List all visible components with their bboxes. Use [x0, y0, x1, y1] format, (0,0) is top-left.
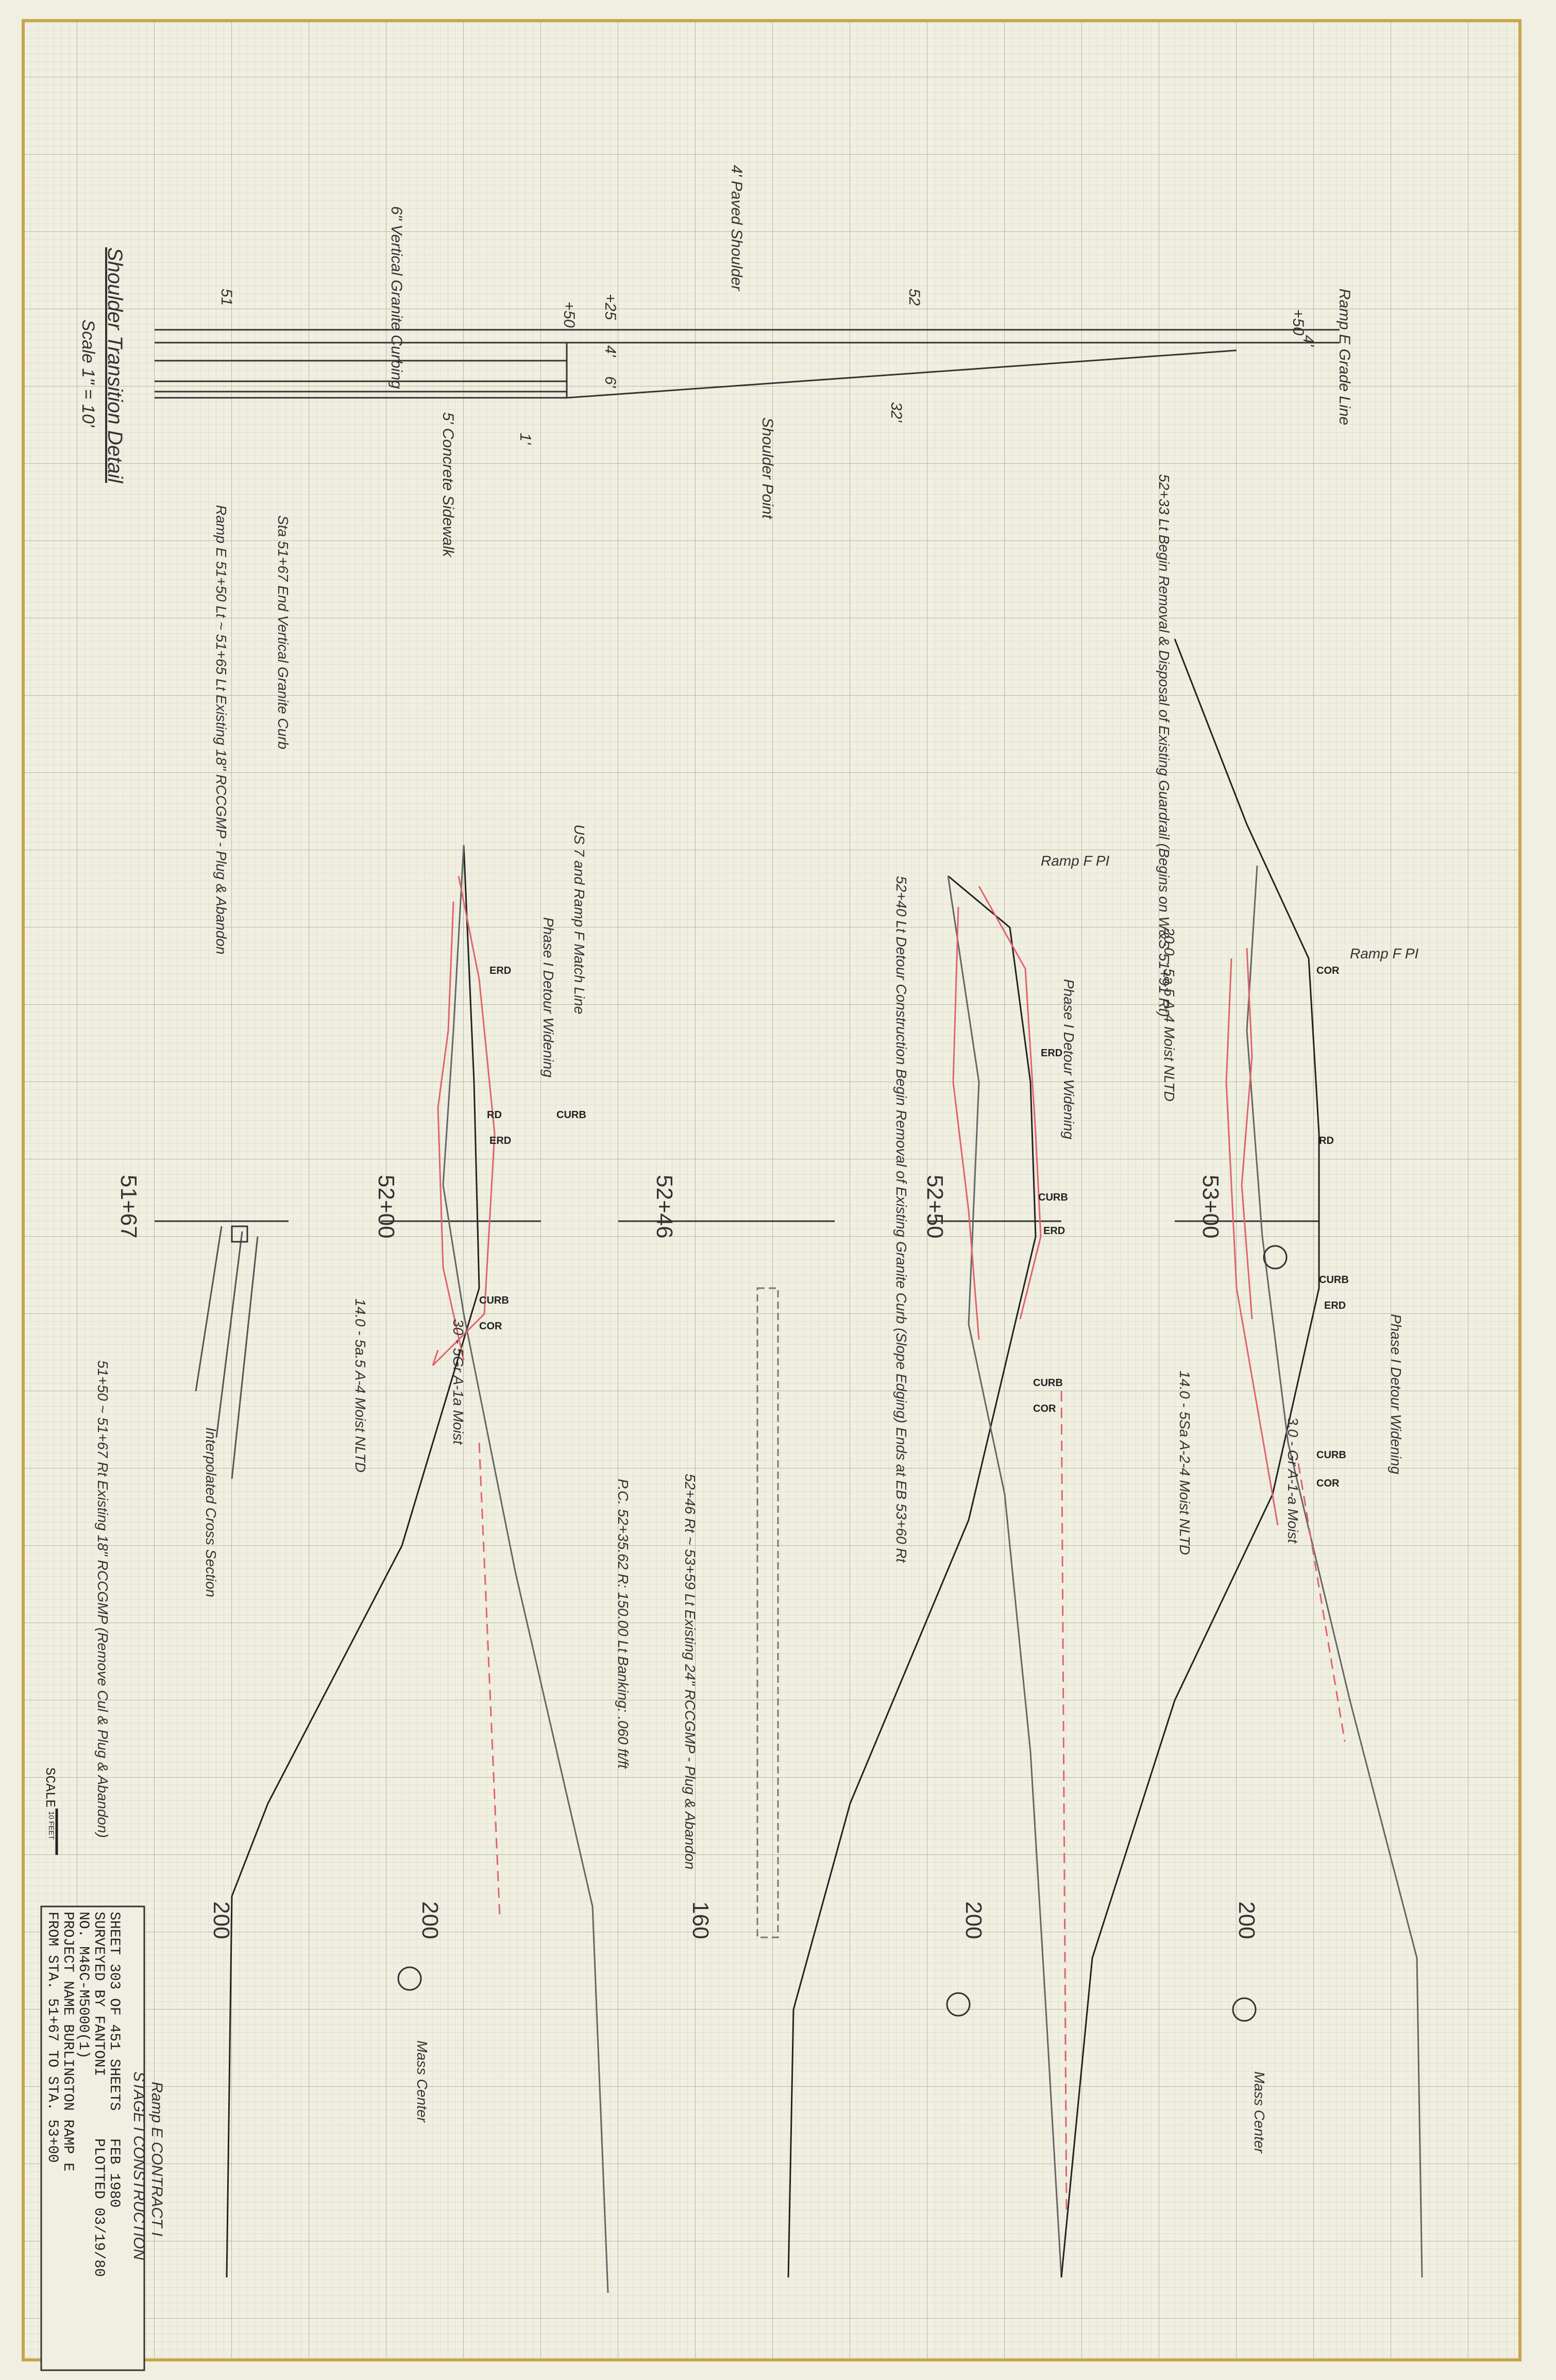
material-3: 3.0 - Gr A-1-a Moist: [1285, 1417, 1301, 1544]
title-surveyed: SURVEYED BY FANTONI: [91, 1912, 107, 2076]
title-sheet: SHEET 303 OF 451 SHEETS: [106, 1912, 122, 2111]
station-52-50: 52+50: [922, 1175, 948, 1239]
label-erd-4: ERD: [1043, 1225, 1065, 1237]
title-contract: Ramp E CONTRACT I: [148, 2082, 165, 2236]
label-erd-5: ERD: [1324, 1300, 1346, 1311]
phase1-label-1: Phase I Detour Widening: [540, 917, 556, 1077]
label-curb-2: CURB: [479, 1295, 509, 1306]
label-curb-3: CURB: [1038, 1192, 1068, 1203]
station-52-46: 52+46: [652, 1175, 677, 1239]
plus25-label: +25: [602, 294, 619, 320]
note-18in-pipe-rt: 51+50 ~ 51+67 Rt Existing 18" RCCGMP (Re…: [95, 1360, 111, 1838]
ramp-grade-line-label: Ramp E Grade Line: [1336, 289, 1353, 425]
label-cor-3: COR: [1316, 965, 1340, 976]
scale-bar: SCALE 10 FEET: [42, 1767, 58, 1855]
mass-center-1: Mass Center: [414, 2040, 430, 2123]
section-lines: [155, 638, 1423, 2293]
label-erd-1: ERD: [489, 965, 511, 976]
dim-6-label: 6': [602, 376, 619, 389]
label-rd-2: RD: [1319, 1135, 1334, 1146]
label-cor-2: COR: [1033, 1403, 1056, 1414]
offset-label-1: 200: [209, 1901, 234, 1939]
offset-label-2: 200: [417, 1901, 443, 1939]
title-plotted: PLOTTED 03/19/80: [91, 2138, 107, 2277]
phase1-label-3: Phase I Detour Widening: [1388, 1314, 1404, 1474]
label-cor-4: COR: [1316, 1478, 1340, 1489]
note-24in-pipe: 52+46 Rt ~ 53+59 Lt Existing 24" RCCGMP …: [682, 1474, 698, 1869]
granite-curbing-label: 6" Vertical Granite Curbing: [388, 206, 405, 389]
label-erd-3: ERD: [1041, 1048, 1062, 1059]
label-cor-1: COR: [479, 1321, 502, 1332]
ramp-f-pi-2: Ramp F PI: [1350, 946, 1419, 961]
station-51-67: 51+67: [116, 1175, 141, 1239]
dim-1-label: 1': [517, 433, 534, 445]
title-project-name: PROJECT NAME BURLINGTON RAMP E: [60, 1912, 76, 2171]
material-2: 14.0 - 5Sa A-2-4 Moist NLTD: [1177, 1371, 1193, 1555]
mass-center-markers: [397, 1245, 1288, 2022]
scale-label: SCALE: [42, 1767, 58, 1808]
title-date: FEB 1980: [106, 2138, 122, 2207]
label-curb-5: CURB: [1319, 1274, 1349, 1286]
label-curb-6: CURB: [1316, 1449, 1346, 1461]
ramp-f-pi-1: Ramp F PI: [1041, 853, 1110, 869]
title-stage: STAGE I CONSTRUCTION: [130, 2071, 147, 2260]
dim-4a-label: 4': [602, 345, 619, 358]
note-curve-data: P.C. 52+35.62 R: 150.00 Lt Banking: .060…: [615, 1479, 631, 1769]
shoulder-point-label: Shoulder Point: [759, 417, 776, 519]
concrete-sidewalk-label: 5' Concrete Sidewalk: [439, 412, 456, 558]
offset-label-4: 200: [961, 1901, 986, 1939]
label-curb-4: CURB: [1033, 1377, 1063, 1389]
title-from-to: FROM STA. 51+67 TO STA. 53+00: [44, 1912, 60, 2163]
sta-52-label: 52: [906, 289, 923, 306]
note-detour: 52+40 Lt Detour Construction Begin Remov…: [893, 876, 909, 1563]
dim-4b-label: 4': [1300, 335, 1317, 347]
detail-title: Shoulder Transition Detail: [104, 247, 126, 483]
offset-label-3: 160: [688, 1901, 713, 1939]
station-53-00: 53+00: [1198, 1175, 1223, 1239]
material-1: 20.0 - 5a.5 A-4 Moist NLTD: [1161, 927, 1177, 1102]
detail-scale: Scale 1" = 10': [78, 319, 98, 428]
sta-51-label: 51: [218, 289, 235, 306]
note-end-curb: Sta 51+67 End Vertical Granite Curb: [275, 515, 291, 749]
label-erd-2: ERD: [489, 1135, 511, 1146]
title-project-no: NO. M46C-M5000(1): [75, 1912, 91, 2059]
offset-label-5: 200: [1234, 1901, 1259, 1939]
plus50-label: +50: [561, 301, 578, 328]
sheet-border: [22, 19, 1521, 2361]
paved-shoulder-label: 4' Paved Shoulder: [728, 165, 745, 291]
note-interpolated: Interpolated Cross Section: [203, 1427, 219, 1597]
material-4: 14.0 - 5a.5 A-4 Moist NLTD: [352, 1298, 368, 1473]
station-52-00: 52+00: [374, 1175, 399, 1239]
mass-center-2: Mass Center: [1251, 2071, 1267, 2154]
label-curb-1: CURB: [556, 1109, 586, 1121]
note-18in-pipe: Ramp E 51+50 Lt ~ 51+65 Lt Existing 18" …: [213, 505, 229, 954]
dim-32-label: 32': [888, 402, 905, 423]
scale-value: 10 FEET: [47, 1811, 56, 1840]
phase1-label-2: Phase I Detour Widening: [1061, 979, 1077, 1139]
note-guardrail: 52+33 Lt Begin Removal & Disposal of Exi…: [1156, 474, 1172, 1017]
title-block: FROM STA. 51+67 TO STA. 53+00 PROJECT NA…: [40, 1905, 165, 2371]
shoulder-transition-detail: [155, 329, 1340, 399]
note-match-line: US 7 and Ramp F Match Line: [571, 824, 587, 1014]
plus50b-label: +50: [1290, 309, 1307, 335]
material-5: 30 - 5Gr A-1a Moist: [450, 1319, 466, 1445]
label-rd-1: RD: [487, 1109, 502, 1121]
